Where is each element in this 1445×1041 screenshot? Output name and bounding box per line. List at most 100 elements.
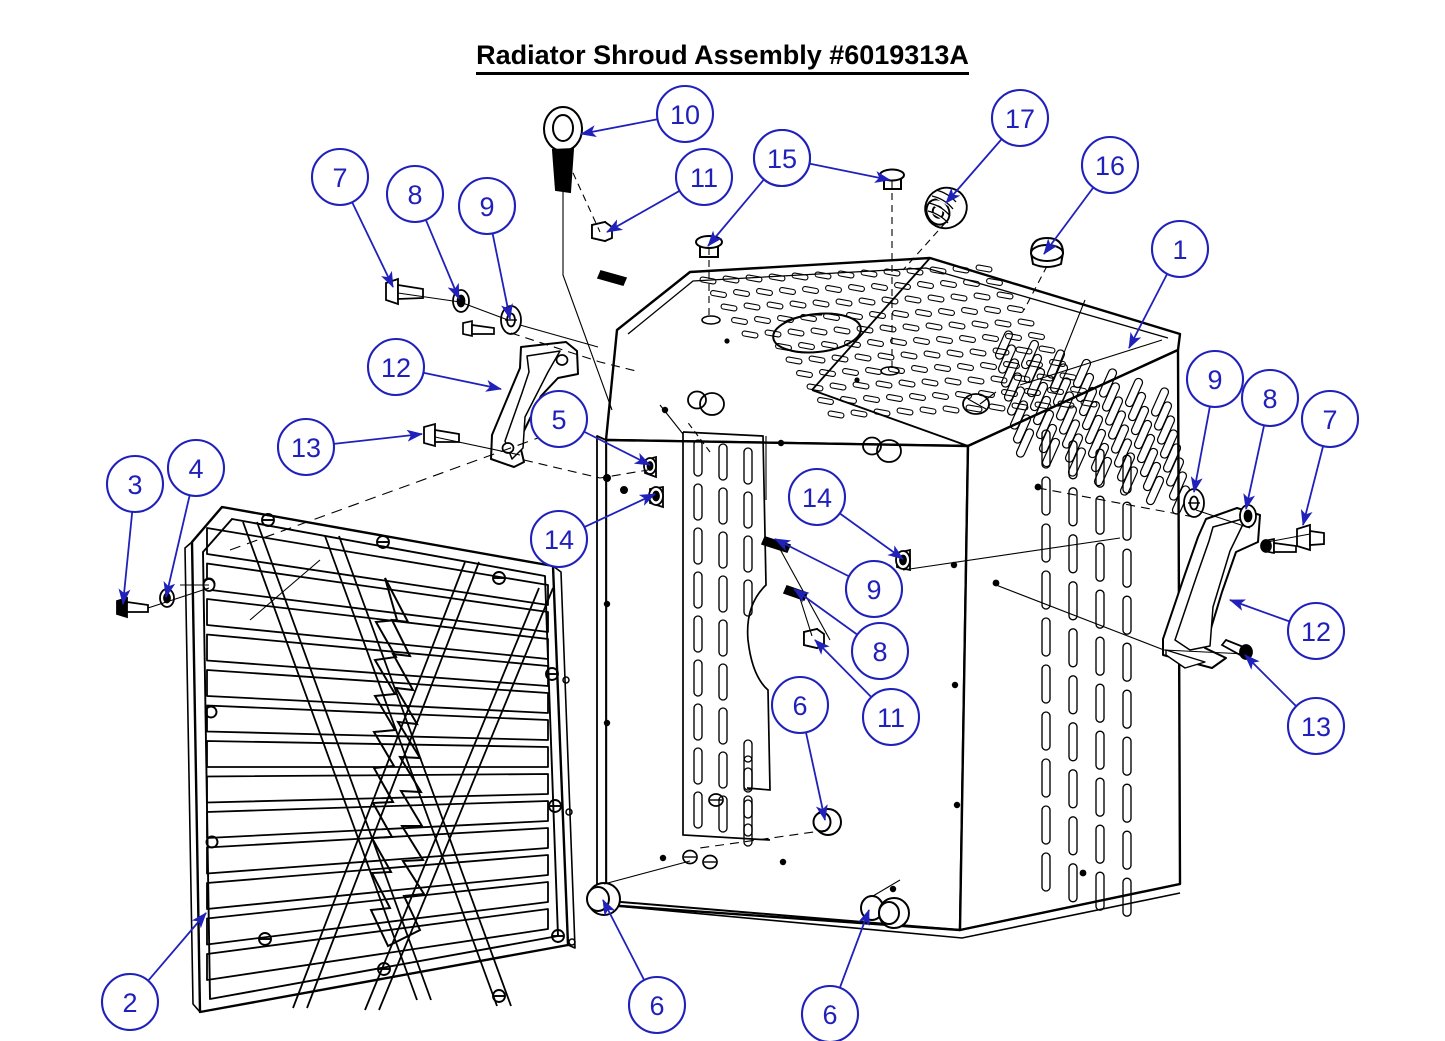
- callout-handle-bracket-left[interactable]: 12: [366, 337, 502, 397]
- callout-balloon[interactable]: [655, 84, 715, 144]
- right-face-slots: [1041, 429, 1132, 917]
- callout-rubber-grommet-bottom-left[interactable]: 6: [602, 899, 687, 1035]
- locknut-right: [895, 548, 911, 572]
- grommet-front: [812, 808, 842, 836]
- handle-bracket-right: [1162, 507, 1261, 669]
- callout-balloon[interactable]: [1286, 696, 1346, 756]
- callout-balloon[interactable]: [166, 438, 226, 498]
- callout-locknut-right[interactable]: 14: [787, 467, 904, 560]
- callout-balloon[interactable]: [1240, 368, 1300, 428]
- callout-balloon[interactable]: [800, 984, 860, 1041]
- callout-balloon[interactable]: [861, 687, 921, 747]
- grommet-bottom-right-b: [878, 897, 910, 929]
- callout-number: 8: [872, 637, 887, 667]
- callout-upper-locknut[interactable]: 5: [529, 389, 651, 466]
- small-boss-left: [602, 473, 628, 494]
- callout-number: 10: [670, 100, 700, 130]
- callout-lock-washer-left[interactable]: 8: [385, 164, 460, 300]
- locknut-upper-left: [643, 455, 657, 479]
- front-face-cutout-outline: [682, 431, 771, 841]
- callout-number: 8: [407, 180, 422, 210]
- callout-balloon[interactable]: [310, 147, 370, 207]
- callout-balloon[interactable]: [770, 675, 830, 735]
- callout-number: 13: [1301, 712, 1331, 742]
- callout-number: 11: [690, 163, 718, 193]
- callout-balloon[interactable]: [1300, 389, 1360, 449]
- callout-balloon[interactable]: [1286, 601, 1346, 661]
- callout-number: 14: [802, 483, 832, 513]
- callout-number: 11: [877, 703, 905, 733]
- callout-balloon[interactable]: [844, 559, 904, 619]
- grille-mount-holes: [202, 513, 576, 1003]
- callout-flat-washer-right[interactable]: 9: [1185, 349, 1245, 493]
- callout-number: 12: [381, 353, 411, 383]
- callout-hex-nut-top[interactable]: 11: [606, 147, 734, 233]
- front-face-holes: [603, 390, 1087, 893]
- callout-balloon[interactable]: [1150, 219, 1210, 279]
- callout-shroud-body-top-panel[interactable]: 1: [1128, 219, 1210, 349]
- callout-grille-screw[interactable]: 3: [105, 454, 165, 605]
- callout-handle-bracket-right[interactable]: 12: [1229, 599, 1346, 661]
- callout-number: 9: [866, 575, 881, 605]
- callout-hole-plug-right[interactable]: 15: [752, 128, 891, 188]
- callout-hex-nut-center[interactable]: 11: [814, 639, 921, 747]
- shoulder-bolt-left: [423, 422, 460, 448]
- callout-hex-bolt-left[interactable]: 7: [310, 147, 394, 288]
- callout-number: 6: [822, 1000, 837, 1030]
- callout-balloon[interactable]: [366, 337, 426, 397]
- callout-flat-washer-center[interactable]: 9: [774, 538, 904, 619]
- threaded-bushing: [924, 186, 968, 230]
- callout-balloon[interactable]: [385, 164, 445, 224]
- stud-right: [1260, 537, 1297, 555]
- dome-plug: [1029, 236, 1065, 268]
- callout-number: 6: [649, 991, 664, 1021]
- callout-balloon[interactable]: [787, 467, 847, 527]
- callout-number: 4: [188, 454, 203, 484]
- callout-rubber-grommet-bottom-right-a[interactable]: 6: [800, 909, 870, 1041]
- callout-balloon[interactable]: [674, 147, 734, 207]
- shroud-bottom-rail: [596, 883, 1181, 939]
- lock-washer-right: [1239, 504, 1257, 528]
- callout-number: 5: [551, 405, 566, 435]
- callout-number: 1: [1172, 235, 1187, 265]
- callout-number: 7: [332, 163, 347, 193]
- callout-number: 17: [1005, 104, 1035, 134]
- callout-balloon[interactable]: [276, 417, 336, 477]
- callout-balloon[interactable]: [529, 509, 589, 569]
- callout-balloon[interactable]: [100, 972, 160, 1032]
- callout-lock-washer-right[interactable]: 8: [1240, 368, 1300, 510]
- callout-number: 7: [1322, 405, 1337, 435]
- flat-washer-left: [500, 305, 522, 335]
- right-slope-louvers: [994, 330, 1191, 515]
- callout-balloon[interactable]: [990, 88, 1050, 148]
- callout-flat-washer-left[interactable]: 9: [457, 176, 517, 320]
- callout-number: 2: [122, 988, 137, 1018]
- callout-locknut-lower-left[interactable]: 14: [529, 493, 656, 569]
- callout-front-grille-panel[interactable]: 2: [100, 912, 207, 1032]
- callout-shoulder-bolt-left[interactable]: 13: [276, 417, 423, 477]
- callout-balloon[interactable]: [105, 454, 165, 514]
- callout-layer[interactable]: 1234566678910111213141415151617981198712…: [100, 84, 1360, 1041]
- callout-threaded-bushing[interactable]: 17: [945, 88, 1050, 204]
- callout-balloon[interactable]: [457, 176, 517, 236]
- callout-balloon[interactable]: [1185, 349, 1245, 409]
- callout-balloon[interactable]: [1080, 135, 1140, 195]
- callout-balloon[interactable]: [627, 975, 687, 1035]
- callout-hex-bolt-right[interactable]: 7: [1300, 389, 1360, 526]
- callout-shoulder-bolt-right[interactable]: 13: [1244, 654, 1346, 756]
- grille-screw: [116, 596, 149, 619]
- callout-balloon[interactable]: [529, 389, 589, 449]
- callout-lock-washer-center[interactable]: 8: [793, 588, 910, 681]
- callout-balloon[interactable]: [752, 128, 812, 188]
- callout-balloon[interactable]: [850, 621, 910, 681]
- front-face-slots: [693, 439, 753, 847]
- grille-bars: [206, 521, 554, 1011]
- callout-rubber-grommet-front[interactable]: 6: [770, 675, 830, 821]
- callout-number: 9: [479, 192, 494, 222]
- callout-grille-washer[interactable]: 4: [163, 438, 226, 598]
- front-grille-panel: [184, 505, 576, 1014]
- callout-dome-plug[interactable]: 16: [1043, 135, 1140, 255]
- grille-chevron-motif: [369, 577, 426, 948]
- callout-lifting-eye-bolt[interactable]: 10: [580, 84, 715, 144]
